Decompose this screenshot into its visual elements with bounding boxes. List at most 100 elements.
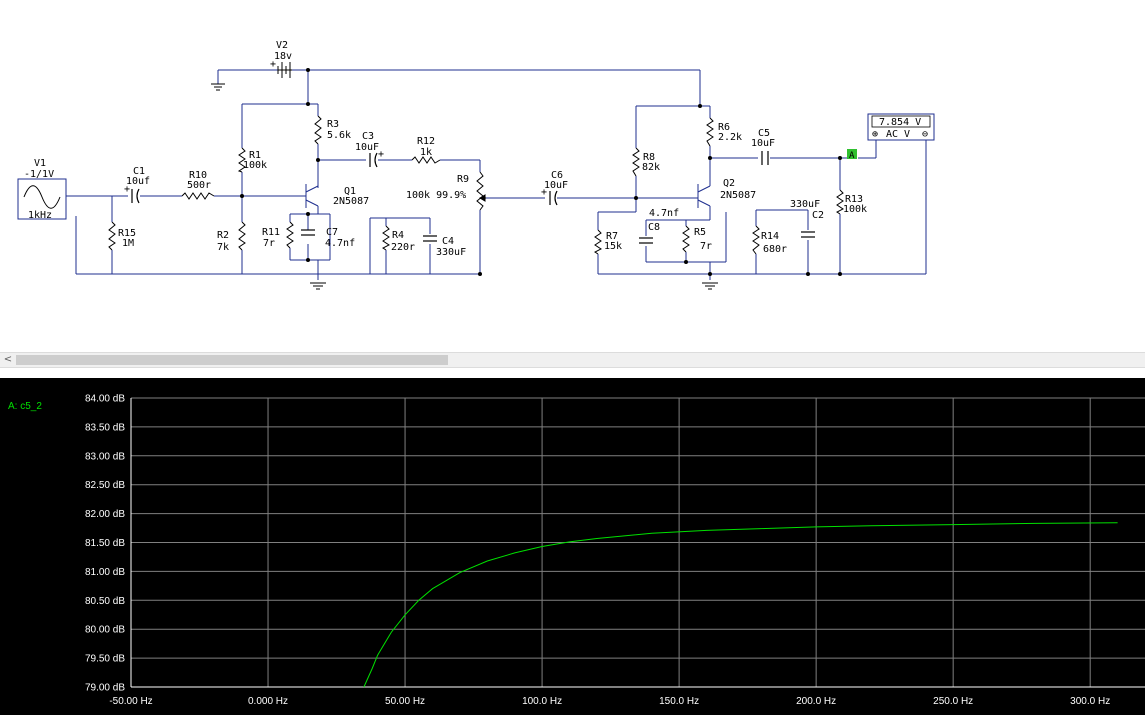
meter-reading: 7.854 V xyxy=(879,117,921,128)
x-tick-label: 200.0 Hz xyxy=(796,696,836,707)
r4-value: 220r xyxy=(391,242,415,253)
c1-name: C1 xyxy=(133,166,145,177)
c1-value: 10uf xyxy=(126,176,150,187)
c5-name: C5 xyxy=(758,128,770,139)
trace-line xyxy=(363,522,1118,688)
v1-value: -1/1V xyxy=(24,169,54,180)
r15-value: 1M xyxy=(122,238,134,249)
c2-name: C2 xyxy=(812,210,824,221)
c8-value: 4.7nf xyxy=(649,208,679,219)
r12-name: R12 xyxy=(417,136,435,147)
meter-minus: ⊖ xyxy=(922,129,928,140)
meter-plus: ⊕ xyxy=(872,129,878,140)
c4-value: 330uF xyxy=(436,247,466,258)
x-tick-label: 250.0 Hz xyxy=(933,696,973,707)
meter-mode: AC V xyxy=(886,129,910,140)
v1-name: V1 xyxy=(34,158,46,169)
r11-name: R11 xyxy=(262,227,280,238)
x-tick-label: 0.000 Hz xyxy=(248,696,288,707)
r3-name: R3 xyxy=(327,119,339,130)
r7-name: R7 xyxy=(606,231,618,242)
c7-name: C7 xyxy=(326,227,338,238)
y-tick-label: 82.00 dB xyxy=(85,509,125,520)
y-tick-label: 79.00 dB xyxy=(85,683,125,694)
y-tick-label: 82.50 dB xyxy=(85,480,125,491)
scrollbar-thumb[interactable] xyxy=(16,355,448,365)
v2-name: V2 xyxy=(276,40,288,51)
schematic-canvas[interactable]: + + + + A 7.854 V xyxy=(0,0,1145,352)
r1-name: R1 xyxy=(249,150,261,161)
ac-source-v1[interactable] xyxy=(17,178,67,220)
polarity-marks: + + + xyxy=(124,149,547,198)
c4-name: C4 xyxy=(442,236,454,247)
r9-name: R9 xyxy=(457,174,469,185)
q1-value: 2N5087 xyxy=(333,196,369,207)
scroll-left-arrow-icon[interactable]: < xyxy=(3,354,13,365)
junction-dots xyxy=(240,68,842,276)
probe-a-marker[interactable]: A xyxy=(847,149,857,161)
x-tick-label: 50.00 Hz xyxy=(385,696,425,707)
x-tick-label: 300.0 Hz xyxy=(1070,696,1110,707)
y-axis-ticks: 84.00 dB 83.50 dB 83.00 dB 82.50 dB 82.00 dB… xyxy=(85,394,125,694)
r8-name: R8 xyxy=(643,152,655,163)
q1-name: Q1 xyxy=(344,186,356,197)
q2-name: Q2 xyxy=(723,178,735,189)
v2-value: 18v xyxy=(274,51,292,62)
r7-value: 15k xyxy=(604,241,622,252)
c6-value: 10uF xyxy=(544,180,568,191)
x-tick-label: 100.0 Hz xyxy=(522,696,562,707)
r12-value: 1k xyxy=(420,147,432,158)
y-tick-label: 79.50 dB xyxy=(85,654,125,665)
trace-legend-label: A: c5_2 xyxy=(8,401,42,412)
c3-value: 10uF xyxy=(355,142,379,153)
r13-name: R13 xyxy=(845,194,863,205)
c3-name: C3 xyxy=(362,131,374,142)
resistors xyxy=(108,115,844,255)
r10-value: 500r xyxy=(187,180,211,191)
r2-name: R2 xyxy=(217,230,229,241)
x-tick-label: -50.00 Hz xyxy=(109,696,152,707)
y-tick-label: 80.00 dB xyxy=(85,625,125,636)
r13-value: 100k xyxy=(843,204,867,215)
c2-value: 330uF xyxy=(790,199,820,210)
svg-text:+: + xyxy=(270,59,276,70)
y-tick-label: 80.50 dB xyxy=(85,596,125,607)
grapher-plot-area[interactable]: 84.00 dB 83.50 dB 83.00 dB 82.50 dB 82.00 dB… xyxy=(0,378,1145,715)
svg-text:A: A xyxy=(849,151,855,161)
plot-grid xyxy=(130,397,1145,688)
battery-symbol xyxy=(277,62,292,78)
horizontal-scrollbar[interactable]: < xyxy=(0,352,1145,368)
y-tick-label: 83.00 dB xyxy=(85,451,125,462)
c5-value: 10uF xyxy=(751,138,775,149)
r6-name: R6 xyxy=(718,122,730,133)
r11-value: 7r xyxy=(263,238,275,249)
c6-name: C6 xyxy=(551,170,563,181)
r1-value: 100k xyxy=(243,160,267,171)
r5-name: R5 xyxy=(694,227,706,238)
c8-name: C8 xyxy=(648,222,660,233)
r9-value: 100k 99.9% xyxy=(406,190,466,201)
y-tick-label: 84.00 dB xyxy=(85,394,125,405)
y-tick-label: 83.50 dB xyxy=(85,422,125,433)
q2-value: 2N5087 xyxy=(720,190,756,201)
r14-value: 680r xyxy=(763,244,787,255)
v1-freq: 1kHz xyxy=(28,210,52,221)
r14-name: R14 xyxy=(761,231,779,242)
r8-value: 82k xyxy=(642,162,660,173)
wires xyxy=(66,69,927,280)
r3-value: 5.6k xyxy=(327,130,351,141)
r10-name: R10 xyxy=(189,170,207,181)
r15-name: R15 xyxy=(118,228,136,239)
frequency-response-chart: 84.00 dB 83.50 dB 83.00 dB 82.50 dB 82.00 dB… xyxy=(8,394,1145,707)
capacitors xyxy=(131,151,815,244)
svg-text:+: + xyxy=(124,184,130,195)
component-labels: V1 -1/1V 1kHz V2 18v C1 10uf R10 500r R1… xyxy=(24,40,867,258)
ac-voltmeter[interactable]: 7.854 V ⊕ AC V ⊖ xyxy=(867,113,935,141)
r5-value: 7r xyxy=(700,241,712,252)
svg-text:+: + xyxy=(541,187,547,198)
r2-value: 7k xyxy=(217,242,229,253)
ground-symbols xyxy=(211,83,718,290)
y-tick-label: 81.00 dB xyxy=(85,567,125,578)
pane-divider[interactable] xyxy=(0,368,1145,378)
